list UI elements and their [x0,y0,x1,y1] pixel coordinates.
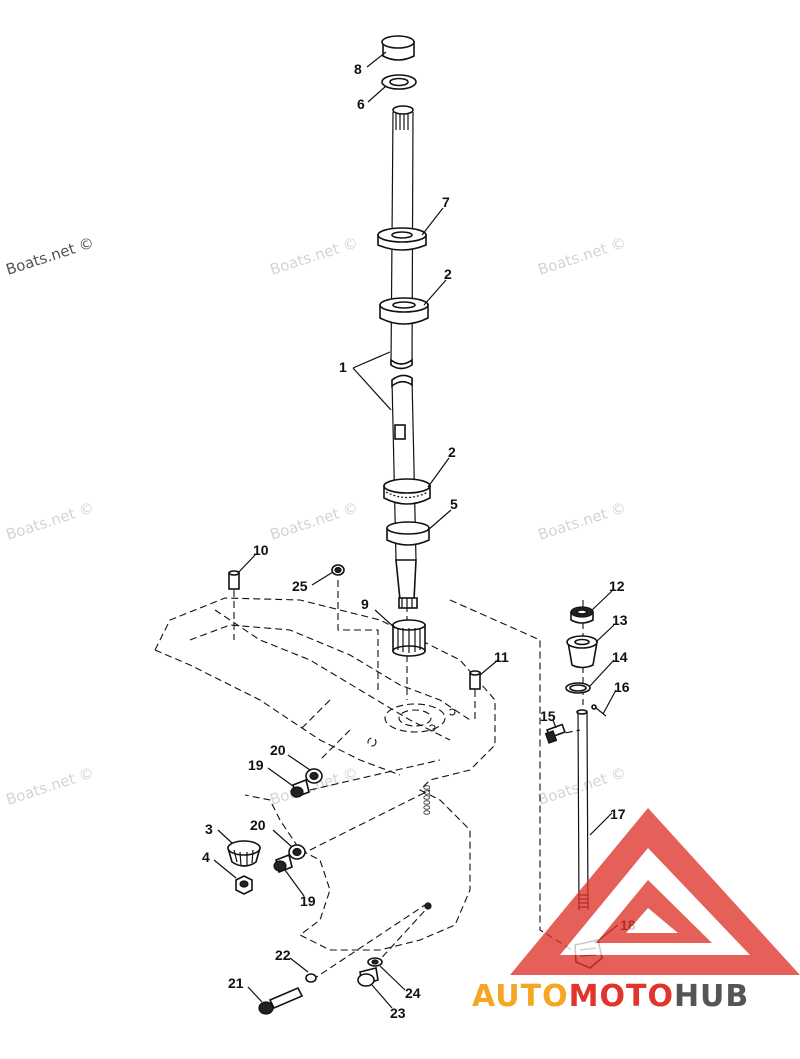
part-16-pin [591,704,607,717]
part-5-sleeve [386,521,430,546]
watermark: Boats.net © [4,498,97,543]
part-20-washer-lower [288,844,306,860]
callout-25: 25 [292,578,308,594]
part-21-bolt [258,986,304,1015]
logo-text-hub: HUB [674,979,749,1014]
watermark: Boats.net © [4,763,97,808]
callout-3: 3 [205,821,213,837]
callout-21: 21 [228,975,244,991]
callout-22: 22 [275,947,291,963]
callout-4: 4 [202,849,210,865]
logo-text-moto: MOTO [569,979,674,1014]
part-3-pinion-gear [226,840,262,867]
callout-19-lower: 19 [300,893,316,909]
part-20-washer-upper [305,768,323,784]
callout-9: 9 [361,596,369,612]
watermark-left: Boats.net © [4,233,97,278]
part-7-collar [377,227,427,251]
part-11-dowel-pin [469,670,481,690]
logo-text-auto: AUTO [472,979,569,1014]
part-13-bushing [566,635,598,669]
watermark: Boats.net © [268,498,361,543]
part-4-nut [235,875,253,895]
part-25-plug [331,564,345,576]
callout-10: 10 [253,542,269,558]
callout-20-upper: 20 [270,742,286,758]
part-6-washer [381,74,417,90]
part-15-bolt [544,723,566,744]
callout-20-lower: 20 [250,817,266,833]
part-10-dowel-pin [228,570,240,590]
callout-17: 17 [610,806,626,822]
callout-16: 16 [614,679,630,695]
part-9-needle-bearing [392,619,426,657]
part-2-lower-bearing [383,478,431,505]
part-22-washer [305,973,317,983]
callout-14: 14 [612,649,628,665]
watermarks: Boats.net © Boats.net © Boats.net © Boat… [4,233,629,808]
assembly-guide-lines [233,580,584,981]
callout-19-upper: 19 [248,757,264,773]
callout-2-upper: 2 [444,266,452,282]
part-8-cap [381,35,415,61]
callout-2-lower: 2 [448,444,456,460]
part-23-plug [357,967,379,987]
automotohub-logo: AUTOMOTOHUB [472,808,800,1014]
leader-lines [213,51,619,1009]
callout-23: 23 [390,1005,406,1021]
part-24-gasket [367,957,383,967]
part-19-bolt-upper [290,778,310,799]
watermark: Boats.net © [536,498,629,543]
logo-triangle-mark [510,808,800,975]
callout-8: 8 [354,61,362,77]
casing-mark: 000000 [422,785,432,815]
callout-5: 5 [450,496,458,512]
part-19-bolt-lower [273,853,293,874]
callout-13: 13 [612,612,628,628]
callout-1: 1 [339,359,347,375]
logo-text: AUTOMOTOHUB [472,979,749,1014]
watermark: Boats.net © [536,233,629,278]
part-17-shift-rod [576,709,589,911]
part-2-upper-bearing [379,297,429,325]
part-14-o-ring [565,682,591,694]
drain-hole [424,902,432,910]
callout-7: 7 [442,194,450,210]
callout-24: 24 [405,985,421,1001]
callout-11: 11 [494,649,509,665]
watermark: Boats.net © [536,763,629,808]
callout-6: 6 [357,96,365,112]
callout-15: 15 [540,708,556,724]
callout-12: 12 [609,578,625,594]
watermark: Boats.net © [268,233,361,278]
part-12-seal [570,606,594,624]
